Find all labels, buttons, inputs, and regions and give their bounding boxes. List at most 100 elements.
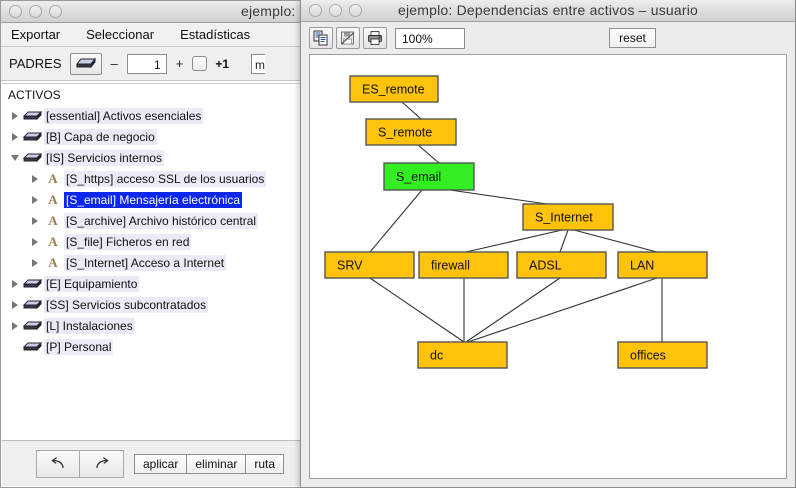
chevron-right-icon[interactable]	[28, 189, 42, 210]
front-maximize-window-button[interactable]	[349, 4, 362, 17]
graph-node-label: offices	[630, 348, 666, 362]
menu-estadisticas[interactable]: Estadísticas	[180, 27, 251, 42]
graph-node-label: ADSL	[529, 258, 562, 272]
front-close-window-button[interactable]	[309, 4, 322, 17]
tree-row-label: [IS] Servicios internos	[44, 149, 165, 166]
tree-row[interactable]: [P] Personal	[2, 336, 300, 357]
chevron-right-icon[interactable]	[28, 231, 42, 252]
plus-one-checkbox[interactable]	[192, 56, 208, 71]
chevron-right-icon[interactable]	[8, 315, 22, 336]
graph-edge	[369, 277, 465, 343]
graph-node[interactable]: dc	[417, 341, 508, 369]
chevron-right-icon[interactable]	[8, 105, 22, 126]
tree-row-label: [S_Internet] Acceso a Internet	[64, 254, 227, 271]
graph-node[interactable]: firewall	[418, 251, 509, 279]
tree-row-label: [SS] Servicios subcontratados	[44, 296, 209, 313]
chevron-right-icon[interactable]	[8, 294, 22, 315]
tree-rows-container: [essential] Activos esenciales[B] Capa d…	[2, 105, 300, 357]
graph-node-box[interactable]	[516, 251, 607, 279]
front-window-traffic-lights	[309, 4, 362, 17]
graph-toolbar: 100% reset	[301, 22, 795, 54]
copy-icon-button[interactable]	[309, 27, 333, 49]
graph-node[interactable]: offices	[617, 341, 708, 369]
padres-count-field[interactable]: 1	[126, 53, 167, 74]
tree-row[interactable]: A[S_email] Mensajería electrónica	[2, 189, 300, 210]
redo-button[interactable]	[80, 449, 124, 478]
tree-row[interactable]: A [S_Internet] Acceso a Internet	[2, 252, 300, 273]
twisty-triangle	[32, 174, 38, 183]
tree-header: ACTIVOS	[8, 88, 61, 102]
aplicar-button[interactable]: aplicar	[134, 453, 188, 474]
tree-row[interactable]: A[S_file] Ficheros en red	[2, 231, 300, 252]
graph-node[interactable]: SRV	[324, 251, 415, 279]
tree-row[interactable]: [L] Instalaciones	[2, 315, 300, 336]
layers-icon-button[interactable]	[69, 52, 102, 75]
graph-node[interactable]: S_email	[383, 162, 475, 191]
reset-button[interactable]: reset	[609, 28, 656, 48]
asset-a-icon: A	[42, 192, 64, 208]
graph-node-box[interactable]	[417, 341, 508, 369]
decrement-label[interactable]: –	[110, 56, 118, 71]
tree-row[interactable]: [essential] Activos esenciales	[2, 105, 300, 126]
minimize-window-button[interactable]	[29, 5, 42, 18]
increment-label[interactable]: +	[175, 56, 184, 71]
tree-row[interactable]: A[S_archive] Archivo histórico central	[2, 210, 300, 231]
chevron-down-icon[interactable]	[8, 147, 22, 168]
clipped-combo-field[interactable]: m	[251, 53, 266, 74]
menu-seleccionar[interactable]: Seleccionar	[86, 27, 155, 42]
graph-node[interactable]: ADSL	[516, 251, 607, 279]
tree-row[interactable]: A[S_https] acceso SSL de los usuarios	[2, 168, 300, 189]
graph-node-label: S_Internet	[535, 210, 593, 224]
graph-node-box[interactable]	[365, 118, 457, 146]
graph-edge	[465, 277, 561, 343]
front-minimize-window-button[interactable]	[329, 4, 342, 17]
menu-exportar[interactable]: Exportar	[11, 27, 61, 42]
chevron-right-icon[interactable]	[28, 252, 42, 273]
plus-one-label: +1	[215, 56, 230, 71]
graph-node[interactable]: ES_remote	[349, 75, 439, 103]
maximize-window-button[interactable]	[49, 5, 62, 18]
ruta-button[interactable]: ruta	[246, 453, 285, 474]
graph-node-box[interactable]	[617, 251, 708, 279]
tree-row[interactable]: [SS] Servicios subcontratados	[2, 294, 300, 315]
graph-node-box[interactable]	[418, 251, 509, 279]
padres-label: PADRES	[9, 56, 62, 71]
chevron-right-icon[interactable]	[8, 273, 22, 294]
close-window-button[interactable]	[9, 5, 22, 18]
chevron-right-icon[interactable]	[8, 126, 22, 147]
tree-row[interactable]: [B] Capa de negocio	[2, 126, 300, 147]
tree-row[interactable]: [E] Equipamiento	[2, 273, 300, 294]
save-icon-button[interactable]	[336, 27, 360, 49]
layers-icon	[22, 152, 44, 164]
graph-edge	[369, 189, 423, 253]
twisty-triangle	[32, 216, 38, 225]
tree-row-label: [E] Equipamiento	[44, 275, 140, 292]
zoom-level-field[interactable]: 100%	[395, 27, 465, 49]
graph-node-box[interactable]	[349, 75, 439, 103]
chevron-right-icon[interactable]	[28, 168, 42, 189]
asset-letter-glyph: A	[48, 254, 58, 270]
chevron-right-icon[interactable]	[28, 210, 42, 231]
front-window-title: ejemplo: Dependencias entre activos – us…	[397, 2, 699, 18]
front-window-titlebar[interactable]: ejemplo: Dependencias entre activos – us…	[301, 0, 795, 22]
graph-node-box[interactable]	[383, 162, 475, 191]
graph-node[interactable]: S_Internet	[522, 203, 614, 231]
undo-button[interactable]	[36, 449, 80, 478]
twisty-triangle	[12, 132, 18, 141]
asset-letter-glyph: A	[48, 170, 58, 186]
graph-node-box[interactable]	[522, 203, 614, 231]
graph-node-box[interactable]	[617, 341, 708, 369]
graph-node-box[interactable]	[324, 251, 415, 279]
graph-node[interactable]: S_remote	[365, 118, 457, 146]
graph-node-label: LAN	[630, 258, 654, 272]
layers-glyph	[23, 152, 43, 162]
tree-row-label: [S_archive] Archivo histórico central	[64, 212, 259, 229]
eliminar-button[interactable]: eliminar	[187, 453, 247, 474]
asset-a-icon: A	[42, 255, 64, 271]
print-icon-button[interactable]	[363, 27, 387, 49]
assets-tree-panel[interactable]: ACTIVOS [essential] Activos esenciales[B…	[2, 83, 300, 441]
graph-node[interactable]: LAN	[617, 251, 708, 279]
tree-row[interactable]: [IS] Servicios internos	[2, 147, 300, 168]
